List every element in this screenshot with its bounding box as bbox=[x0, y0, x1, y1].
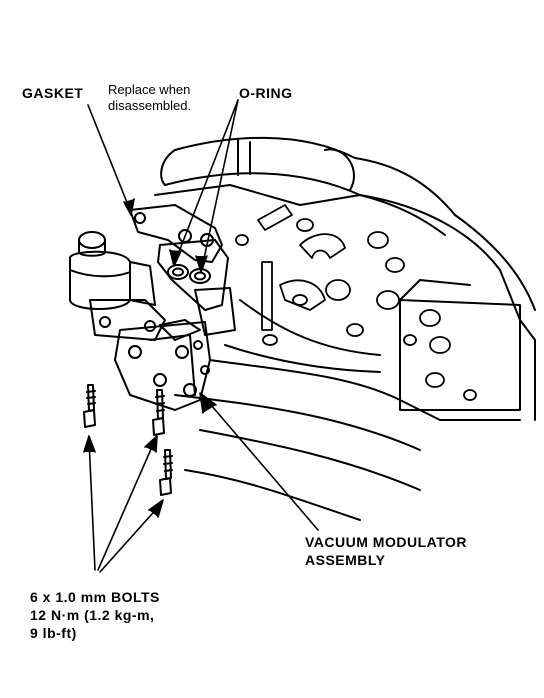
o-ring-label: O-RING bbox=[239, 85, 293, 101]
replace-note-line-1: Replace when bbox=[108, 82, 191, 97]
flange-plate bbox=[157, 239, 236, 336]
bolts-spec-line-3: 9 lb-ft) bbox=[30, 625, 77, 641]
bolts-spec-label: 6 x 1.0 mm BOLTS 12 N·m (1.2 kg-m, 9 lb-… bbox=[30, 588, 160, 642]
bolt-left bbox=[83, 384, 96, 428]
vacuum-modulator-label-line-2: ASSEMBLY bbox=[305, 552, 386, 568]
o-rings bbox=[167, 264, 211, 284]
bolt-lower bbox=[159, 449, 173, 496]
vacuum-modulator-label-line-1: VACUUM MODULATOR bbox=[305, 534, 467, 550]
bolts-spec-line-2: 12 N·m (1.2 kg-m, bbox=[30, 607, 155, 623]
vacuum-modulator-assembly bbox=[69, 231, 211, 411]
replace-note-line-2: disassembled. bbox=[108, 98, 192, 113]
gasket-label: GASKET bbox=[22, 85, 84, 101]
bolt-center bbox=[152, 389, 165, 436]
replace-note: Replace when disassembled. bbox=[108, 82, 191, 114]
manifold-bosses bbox=[235, 204, 477, 401]
intake-hose bbox=[160, 136, 456, 236]
bolts-spec-line-1: 6 x 1.0 mm BOLTS bbox=[30, 589, 160, 605]
leader-lines bbox=[83, 99, 319, 573]
engine-block-outline bbox=[154, 184, 536, 521]
vacuum-modulator-label: VACUUM MODULATOR ASSEMBLY bbox=[305, 533, 467, 569]
